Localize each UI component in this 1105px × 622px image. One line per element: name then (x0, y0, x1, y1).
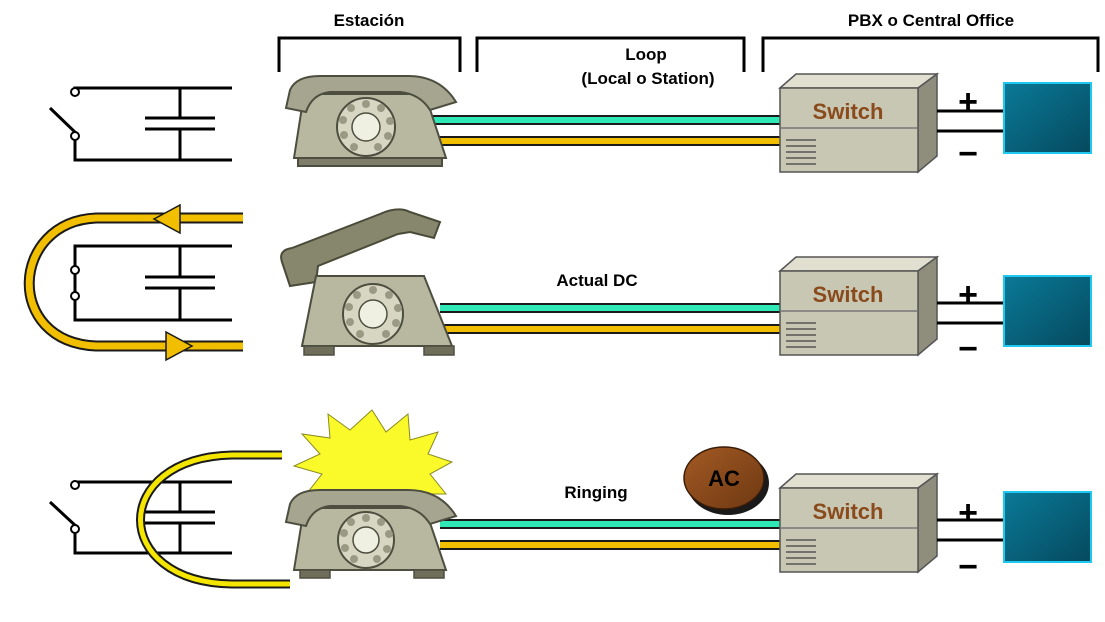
station-header: Estación (334, 11, 405, 30)
switch-contact (70, 265, 80, 275)
telephone-icon (284, 75, 458, 167)
battery-icon (1003, 82, 1092, 154)
switch-label: Switch (813, 282, 884, 307)
minus-sign: − (958, 330, 978, 368)
hook-switch-circuit (73, 244, 232, 322)
plus-sign: + (958, 276, 978, 314)
header-station: Estación (277, 11, 462, 72)
current-arrow-left (152, 203, 181, 235)
row-label-ringing: Ringing (564, 483, 627, 502)
loop-header: Loop (625, 45, 667, 64)
row-off-hook: Actual DC Switch + − (23, 203, 1092, 368)
switch-label: Switch (813, 499, 884, 524)
header-pbx: PBX o Central Office (761, 11, 1100, 72)
current-arrow-right (165, 330, 194, 362)
battery-icon (1003, 275, 1092, 347)
battery-connection (937, 518, 1003, 542)
switch-box: Switch (778, 472, 940, 574)
battery-connection (937, 301, 1003, 325)
switch-contact (70, 131, 80, 141)
telephone-icon (300, 275, 455, 356)
switch-contact (70, 291, 80, 301)
minus-sign: − (958, 135, 978, 173)
plus-sign: + (958, 83, 978, 121)
ac-source-icon: AC (683, 446, 769, 515)
current-loop-outline (23, 212, 243, 352)
hook-switch-circuit (48, 86, 232, 162)
battery-icon (1003, 491, 1092, 563)
loop-subheader: (Local o Station) (581, 69, 714, 88)
battery-connection (937, 109, 1003, 133)
switch-contact (70, 87, 80, 97)
plus-sign: + (958, 494, 978, 532)
row-ringing: Ringing AC Switch + − (48, 409, 1092, 589)
telephone-icon (284, 489, 458, 579)
row-on-hook: Switch + − (48, 72, 1092, 174)
header-loop: Loop (Local o Station) (475, 36, 746, 88)
switch-box: Switch (778, 72, 940, 174)
handset-icon (280, 208, 442, 288)
minus-sign: − (958, 548, 978, 586)
ring-arc (138, 452, 290, 587)
switch-contact (70, 524, 80, 534)
current-loop (25, 214, 243, 350)
switch-label: Switch (813, 99, 884, 124)
pbx-header: PBX o Central Office (848, 11, 1014, 30)
switch-box: Switch (778, 255, 940, 357)
ac-label: AC (708, 466, 740, 491)
switch-contact (70, 480, 80, 490)
row-label-actual-dc: Actual DC (556, 271, 637, 290)
